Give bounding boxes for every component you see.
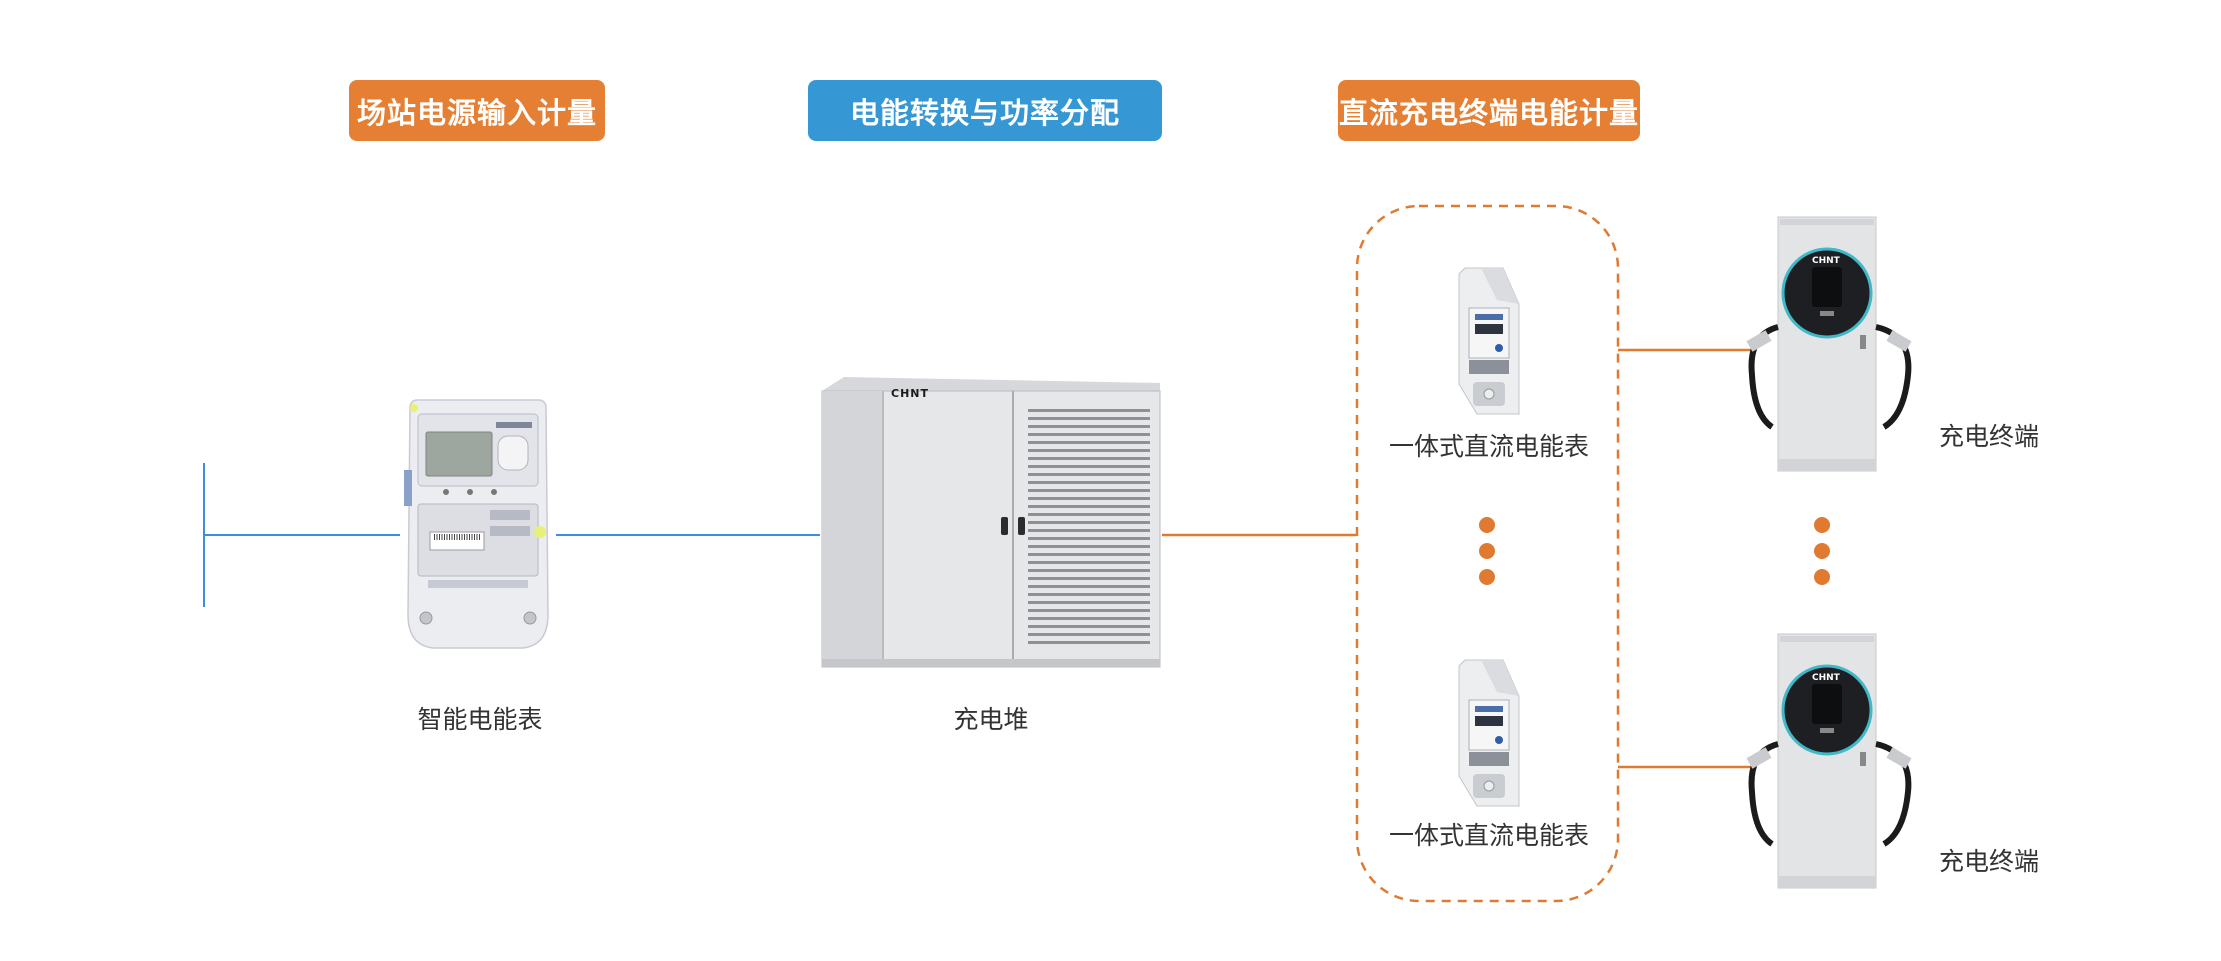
charging-terminal-label-bottom: 充电终端 [1939, 847, 2040, 876]
ellipsis-dot [1479, 569, 1495, 585]
dc-meter-image-top [1458, 267, 1520, 415]
stack-logo: CHNT [891, 387, 929, 400]
dc-meter-label-top: 一体式直流电能表 [1388, 432, 1590, 461]
ellipsis-dot [1814, 569, 1830, 585]
ellipsis-dot [1814, 543, 1830, 559]
terminal-logo-top: CHNT [1812, 256, 1840, 266]
smart-meter-label: 智能电能表 [417, 705, 543, 734]
ellipsis-dot [1479, 543, 1495, 559]
smart-meter-image [404, 399, 549, 649]
ellipsis-dot [1479, 517, 1495, 533]
dc-meter-label-bottom: 一体式直流电能表 [1388, 821, 1590, 850]
charging-terminal-label-top: 充电终端 [1939, 422, 2040, 451]
dc-meter-image-bottom [1458, 659, 1520, 807]
charging-stack-image [821, 377, 1161, 668]
header-dc-terminal-metering: 直流充电终端电能计量 [1338, 80, 1640, 141]
header-site-power-input: 场站电源输入计量 [349, 80, 605, 141]
ellipsis-dot [1814, 517, 1830, 533]
header-power-conversion: 电能转换与功率分配 [808, 80, 1162, 141]
charging-terminal-image-bottom [1746, 633, 1912, 889]
terminal-logo-bottom: CHNT [1812, 673, 1840, 683]
dc-meter-group-box [1355, 204, 1620, 903]
charging-terminal-image-top [1746, 216, 1912, 472]
charging-stack-label: 充电堆 [953, 705, 1029, 734]
